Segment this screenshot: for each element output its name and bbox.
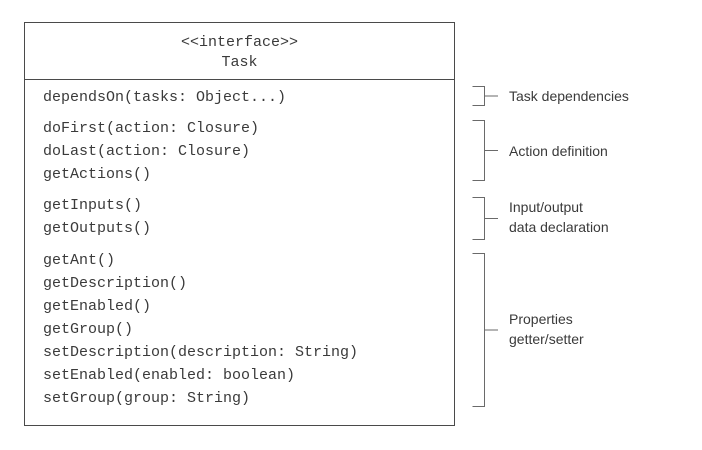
method-get-group: getGroup(): [43, 321, 133, 338]
method-do-last: doLast(action: Closure): [43, 143, 250, 160]
method-get-inputs: getInputs(): [43, 197, 142, 214]
annotations: Task dependencies Action definition Inpu…: [509, 88, 629, 347]
bracket-io: [472, 197, 498, 240]
method-get-actions: getActions(): [43, 166, 151, 183]
annotation-properties-line-1: Properties: [509, 311, 573, 327]
method-do-first: doFirst(action: Closure): [43, 120, 259, 137]
annotation-io-line-2: data declaration: [509, 219, 609, 235]
annotation-task-dependencies: Task dependencies: [509, 88, 629, 104]
method-depends-on: dependsOn(tasks: Object...): [43, 89, 286, 106]
method-set-group: setGroup(group: String): [43, 390, 250, 407]
bracket-dependencies: [472, 86, 498, 106]
method-set-enabled: setEnabled(enabled: boolean): [43, 367, 295, 384]
bracket-properties: [472, 253, 498, 407]
method-get-description: getDescription(): [43, 275, 187, 292]
annotation-io-line-1: Input/output: [509, 199, 583, 215]
interface-class-box: <<interface>> Task dependsOn(tasks: Obje…: [24, 22, 455, 426]
annotation-action-definition: Action definition: [509, 143, 608, 159]
class-box-border: [24, 22, 455, 426]
annotation-properties-line-2: getter/setter: [509, 331, 584, 347]
method-group-properties: getAnt() getDescription() getEnabled() g…: [43, 252, 358, 407]
method-set-description: setDescription(description: String): [43, 344, 358, 361]
method-get-outputs: getOutputs(): [43, 220, 151, 237]
method-group-actions: doFirst(action: Closure) doLast(action: …: [43, 120, 259, 183]
method-group-io: getInputs() getOutputs(): [43, 197, 151, 237]
method-group-dependencies: dependsOn(tasks: Object...): [43, 89, 286, 106]
brackets: [472, 86, 498, 407]
method-get-ant: getAnt(): [43, 252, 115, 269]
bracket-actions: [472, 120, 498, 181]
class-name: Task: [221, 54, 257, 71]
method-get-enabled: getEnabled(): [43, 298, 151, 315]
stereotype-label: <<interface>>: [181, 34, 298, 51]
